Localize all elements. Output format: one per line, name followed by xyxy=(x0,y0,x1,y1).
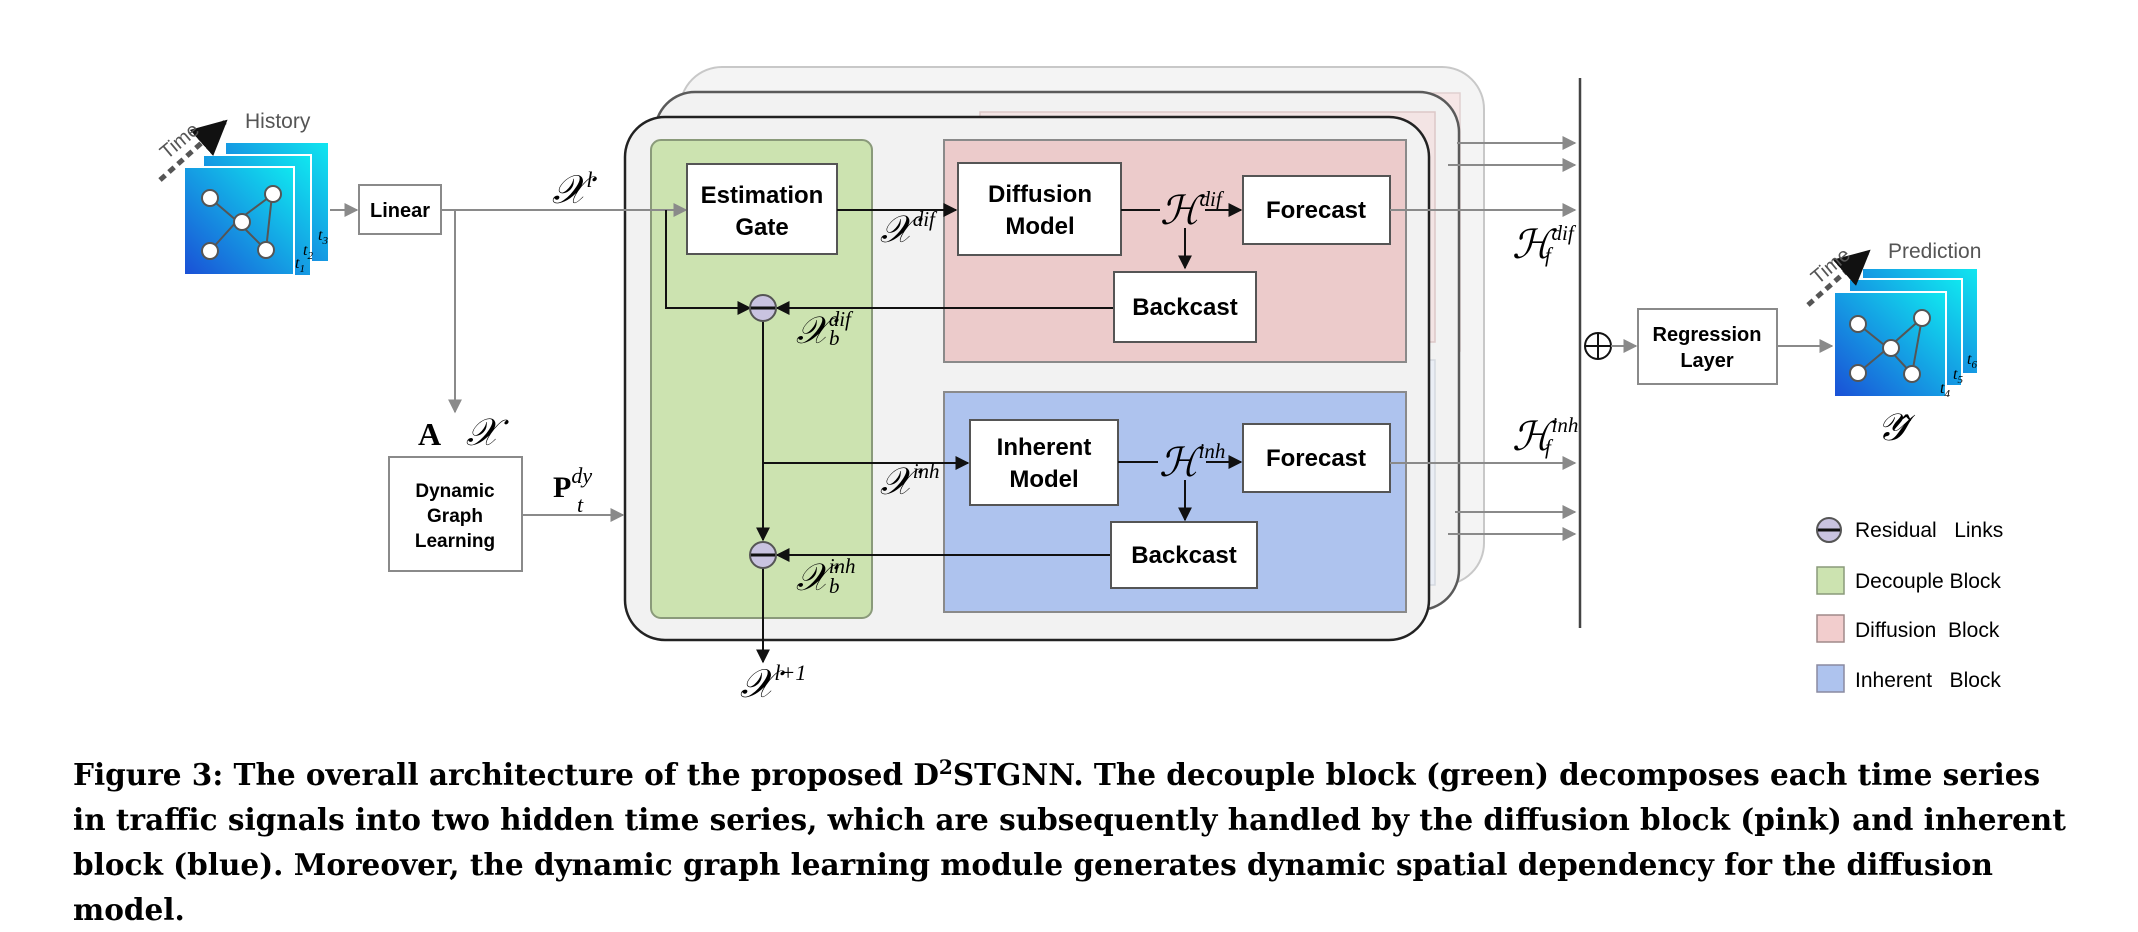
residual-link-top-icon xyxy=(749,294,777,322)
inherent-forecast-box xyxy=(1242,423,1391,493)
sum-icon xyxy=(1584,332,1612,360)
x-b-inh-sub: b xyxy=(829,574,840,598)
svg-text:Inherent Block: Inherent Block xyxy=(1855,669,2001,692)
t2-label: t2 xyxy=(303,242,313,262)
legend: Residual Links Decouple Block Diffusion … xyxy=(1816,517,2003,693)
linear-box xyxy=(358,184,442,235)
hf-inh-sub: f xyxy=(1545,435,1554,459)
prediction-time-arrow xyxy=(1806,249,1871,307)
legend-inherent-block: Inherent Block xyxy=(1816,664,2001,693)
prediction-time-label: Time xyxy=(1807,244,1855,289)
regression-layer-box xyxy=(1637,308,1778,385)
dgl-line2: Graph xyxy=(427,506,483,527)
hf-dif-sub: f xyxy=(1545,243,1554,267)
hf-dif-label: ℋdif xyxy=(1512,221,1577,267)
inherent-model-line1: Inherent xyxy=(997,434,1092,461)
dgl-line1: Dynamic xyxy=(415,481,495,502)
h-dif-label: ℋdif xyxy=(1160,187,1225,233)
svg-text:Residual Links: Residual Links xyxy=(1855,519,2003,542)
legend-residual-links: Residual Links xyxy=(1816,517,2003,543)
diffusion-backcast-label: Backcast xyxy=(1132,294,1237,321)
t1-label: t1 xyxy=(295,255,305,275)
decouple-block xyxy=(650,139,873,619)
y-hat-label: 𝒴̂ xyxy=(1877,407,1916,449)
h-inh-label: ℋinh xyxy=(1159,439,1225,485)
dynamic-graph-learning-box xyxy=(388,456,523,572)
x-l-label: 𝒳l xyxy=(552,167,598,212)
p-dy-sub: t xyxy=(577,492,584,517)
hf-inh-label: ℋinh xyxy=(1512,413,1578,459)
svg-text:Diffusion Block: Diffusion Block xyxy=(1855,619,2000,642)
t4-label: t4 xyxy=(1940,380,1950,400)
figure-caption: Figure 3: The overall architecture of th… xyxy=(73,755,2066,927)
diffusion-forecast-box xyxy=(1242,175,1391,245)
adjacency-A-label: A xyxy=(418,416,441,452)
x-dif-label: 𝒳dif xyxy=(880,207,938,251)
time-arrow xyxy=(158,119,228,182)
diffusion-model-box xyxy=(957,162,1122,256)
inherent-forecast-label: Forecast xyxy=(1266,445,1366,472)
diffusion-backcast-box xyxy=(1113,271,1257,343)
x-input-label: 𝒳 xyxy=(466,412,509,454)
legend-diffusion-block: Diffusion Block xyxy=(1816,614,2000,643)
p-dy-label: Pdy xyxy=(553,463,592,504)
svg-text:Decouple Block: Decouple Block xyxy=(1855,570,2001,593)
inherent-backcast-box xyxy=(1110,521,1258,589)
prediction-label: Prediction xyxy=(1888,240,1981,263)
diffusion-model-line1: Diffusion xyxy=(988,181,1092,208)
residual-link-bottom-icon xyxy=(749,541,777,569)
history-cube-stack xyxy=(183,141,330,277)
x-next-label: 𝒳l+1 xyxy=(740,660,806,706)
time-label: Time xyxy=(156,119,204,164)
history-label: History xyxy=(245,110,311,133)
prediction-cube-stack xyxy=(1833,267,1979,398)
t3-label: t3 xyxy=(318,227,328,247)
dgl-line3: Learning xyxy=(415,531,495,552)
estimation-gate-line1: Estimation xyxy=(701,182,824,209)
inherent-model-line2: Model xyxy=(1009,466,1078,493)
inherent-model-box xyxy=(969,419,1119,506)
estimation-gate-line2: Gate xyxy=(735,214,788,241)
diffusion-forecast-label: Forecast xyxy=(1266,197,1366,224)
diffusion-model-line2: Model xyxy=(1005,213,1074,240)
t5-label: t5 xyxy=(1953,366,1963,386)
linear-label: Linear xyxy=(370,200,430,222)
x-b-dif-sub: b xyxy=(829,326,840,350)
regression-line2: Layer xyxy=(1680,350,1734,372)
inherent-backcast-label: Backcast xyxy=(1131,542,1236,569)
regression-line1: Regression xyxy=(1653,324,1762,346)
legend-decouple-block: Decouple Block xyxy=(1816,566,2001,595)
t6-label: t6 xyxy=(1967,351,1977,371)
estimation-gate-box xyxy=(686,163,838,255)
